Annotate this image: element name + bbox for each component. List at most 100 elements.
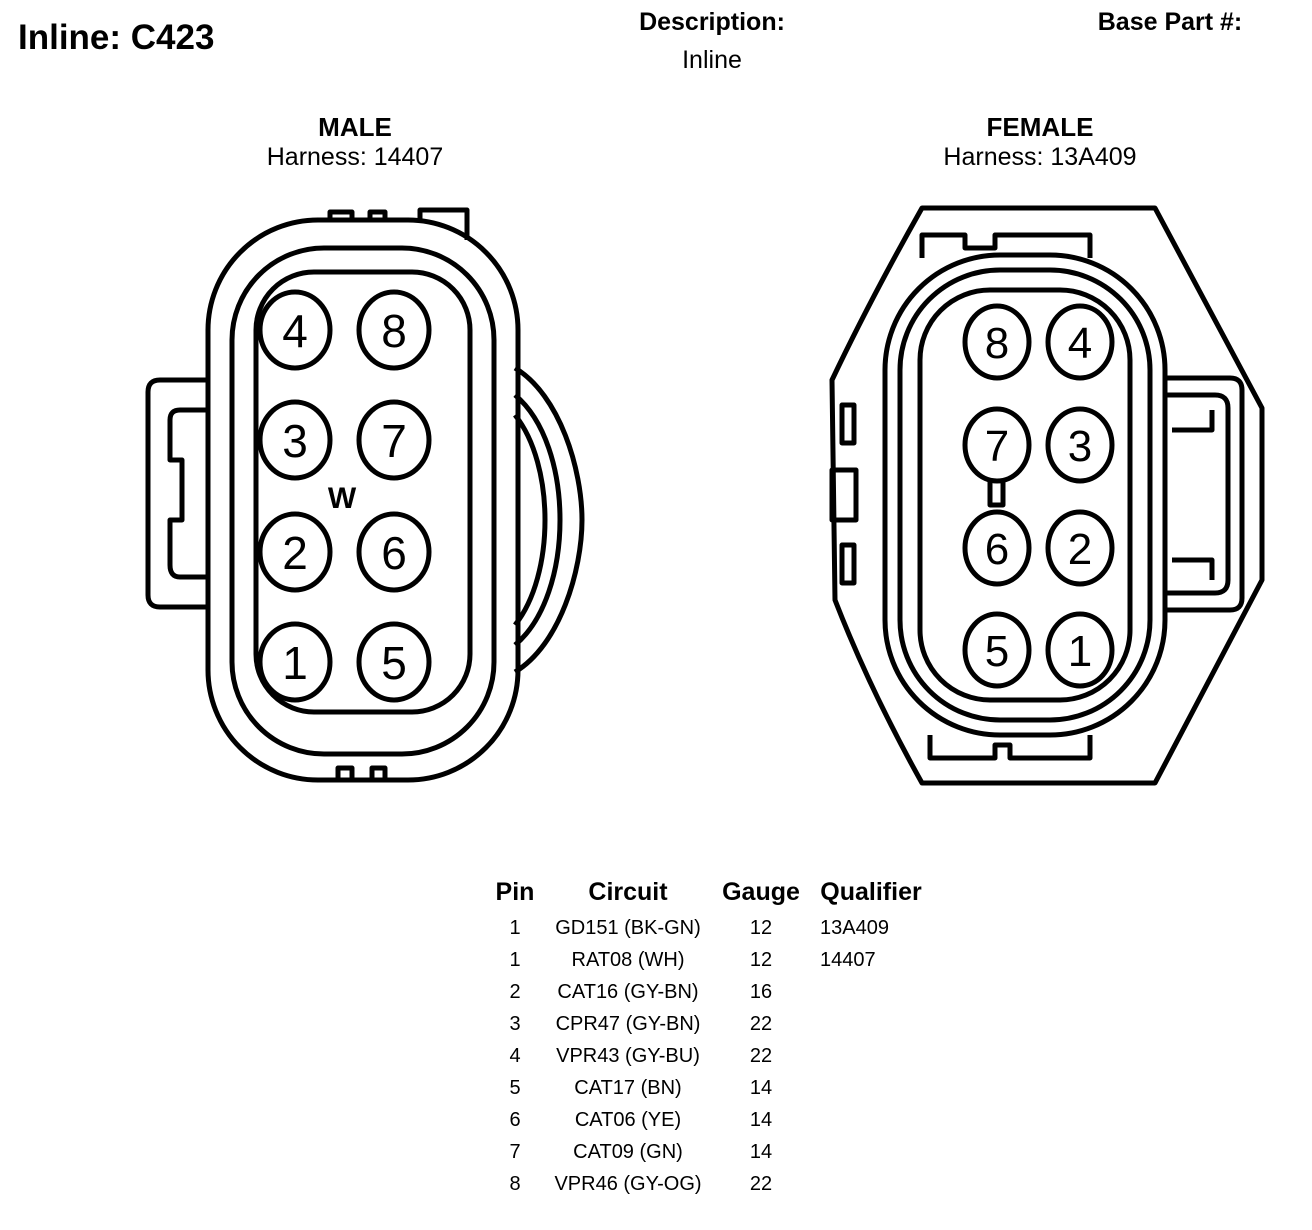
description-label: Description: xyxy=(639,8,785,36)
cell-gauge: 12 xyxy=(749,916,773,939)
female-slot xyxy=(829,467,859,523)
male-side-latch xyxy=(513,365,585,675)
cell-circuit: VPR43 (GY-BU) xyxy=(556,1044,700,1067)
cell-circuit: CPR47 (GY-BN) xyxy=(555,1012,701,1035)
cell-pin: 5 xyxy=(509,1076,521,1099)
table-row: 1 RAT08 (WH) 12 14407 xyxy=(488,945,934,977)
cell-gauge: 22 xyxy=(749,1172,773,1195)
male-pin-5 xyxy=(356,621,432,703)
female-pin-cavity xyxy=(917,287,1133,703)
female-label: FEMALE xyxy=(986,112,1094,142)
cell-gauge: 22 xyxy=(749,1012,773,1035)
cell-circuit: VPR46 (GY-OG) xyxy=(554,1172,702,1195)
female-harness: Harness: 13A409 xyxy=(943,143,1137,171)
female-pin-label-1: 1 xyxy=(1068,627,1092,676)
cell-qualifier xyxy=(808,1137,934,1169)
cell-qualifier xyxy=(808,1073,934,1105)
female-pin-label-8: 8 xyxy=(985,319,1009,368)
table-row: 2 CAT16 (GY-BN) 16 xyxy=(488,977,934,1009)
female-pin-4 xyxy=(1045,303,1115,381)
cell-circuit: RAT08 (WH) xyxy=(571,948,685,971)
cell-gauge: 14 xyxy=(749,1140,773,1163)
table-row: 4 VPR43 (GY-BU) 22 xyxy=(488,1041,934,1073)
cell-qualifier xyxy=(808,1105,934,1137)
table-row: 7 CAT09 (GN) 14 xyxy=(488,1137,934,1169)
male-pin-label-4: 4 xyxy=(282,305,308,357)
male-pin-3 xyxy=(257,399,333,481)
cell-pin: 1 xyxy=(509,948,521,971)
header-pin: Pin xyxy=(495,878,535,906)
cell-gauge: 22 xyxy=(749,1044,773,1067)
table-row: 5 CAT17 (BN) 14 xyxy=(488,1073,934,1105)
female-pin-label-3: 3 xyxy=(1068,422,1092,471)
cell-qualifier xyxy=(808,977,934,1009)
base-part-label: Base Part #: xyxy=(1097,8,1243,36)
male-pin-6 xyxy=(356,511,432,593)
female-pin-7 xyxy=(962,406,1032,484)
female-side-latch xyxy=(1165,375,1245,613)
male-pin-4 xyxy=(257,289,333,371)
female-pin-1 xyxy=(1045,611,1115,689)
cell-gauge: 12 xyxy=(749,948,773,971)
male-pin-1 xyxy=(257,621,333,703)
male-pin-8 xyxy=(356,289,432,371)
male-pin-label-8: 8 xyxy=(381,305,407,357)
female-pin-5 xyxy=(962,611,1032,689)
male-pin-label-6: 6 xyxy=(381,527,407,579)
male-pin-label-3: 3 xyxy=(282,415,308,467)
page-title: Inline: C423 xyxy=(18,18,215,57)
female-key-mark xyxy=(987,480,1006,508)
cell-gauge: 14 xyxy=(749,1108,773,1131)
male-pin-7 xyxy=(356,399,432,481)
cell-qualifier: 13A409 xyxy=(820,916,889,939)
cell-pin: 4 xyxy=(509,1044,521,1067)
cell-gauge: 14 xyxy=(749,1076,773,1099)
cell-pin: 6 xyxy=(509,1108,521,1131)
female-pin-label-6: 6 xyxy=(985,525,1009,574)
cell-gauge: 16 xyxy=(749,980,773,1003)
cell-pin: 1 xyxy=(509,916,521,939)
table-row: 3 CPR47 (GY-BN) 22 xyxy=(488,1009,934,1041)
header-gauge: Gauge xyxy=(722,878,800,906)
cell-pin: 2 xyxy=(509,980,521,1003)
male-outer-body xyxy=(205,217,521,783)
female-outer-body xyxy=(829,205,1265,786)
female-slot xyxy=(839,402,857,446)
male-pin-2 xyxy=(257,511,333,593)
cell-qualifier xyxy=(808,1041,934,1073)
description-value: Inline xyxy=(682,46,742,74)
male-left-tab xyxy=(145,377,210,610)
male-pin-cavity xyxy=(253,269,473,715)
male-label: MALE xyxy=(318,112,392,142)
female-pin-label-5: 5 xyxy=(985,627,1009,676)
cell-pin: 8 xyxy=(509,1172,521,1195)
female-pin-2 xyxy=(1045,509,1115,587)
pin-table-header: Pin Circuit Gauge Qualifier xyxy=(488,878,934,913)
male-harness: Harness: 14407 xyxy=(266,143,444,171)
male-key-mark: W xyxy=(328,482,357,515)
female-slot xyxy=(839,542,857,586)
male-pin-label-5: 5 xyxy=(381,637,407,689)
male-pin-label-7: 7 xyxy=(381,415,407,467)
cell-pin: 3 xyxy=(509,1012,521,1035)
female-pin-label-7: 7 xyxy=(985,422,1009,471)
female-pin-3 xyxy=(1045,406,1115,484)
cell-circuit: GD151 (BK-GN) xyxy=(555,916,701,939)
cell-qualifier xyxy=(808,1009,934,1041)
table-row: 8 VPR46 (GY-OG) 22 xyxy=(488,1169,934,1201)
cell-circuit: CAT17 (BN) xyxy=(574,1076,682,1099)
female-pin-6 xyxy=(962,509,1032,587)
male-pin-label-1: 1 xyxy=(282,637,308,689)
cell-qualifier xyxy=(808,1169,934,1201)
cell-circuit: CAT06 (YE) xyxy=(574,1108,682,1131)
table-row: 1 GD151 (BK-GN) 12 13A409 xyxy=(488,913,934,945)
male-pin-label-2: 2 xyxy=(282,527,308,579)
cell-circuit: CAT16 (GY-BN) xyxy=(557,980,699,1003)
pin-table: Pin Circuit Gauge Qualifier 1 GD151 (BK-… xyxy=(488,878,934,1201)
cell-qualifier: 14407 xyxy=(820,948,876,971)
female-pin-8 xyxy=(962,303,1032,381)
female-pin-label-2: 2 xyxy=(1068,525,1092,574)
female-pin-label-4: 4 xyxy=(1068,319,1092,368)
header-qualifier: Qualifier xyxy=(820,878,922,906)
